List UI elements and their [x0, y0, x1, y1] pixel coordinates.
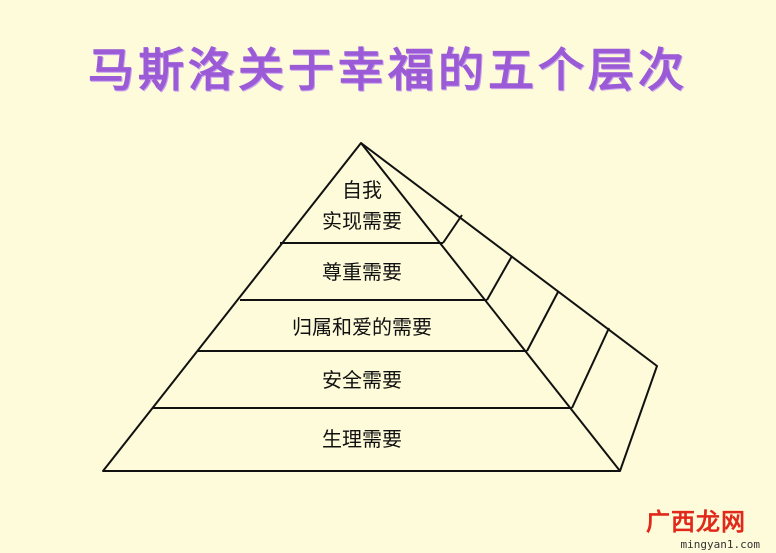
level-label-belonging: 归属和爱的需要	[292, 315, 432, 339]
watermark-site-url: mingyan1.com	[680, 538, 760, 551]
watermark-site-name: 广西龙网	[646, 508, 746, 536]
pyramid-front-face	[102, 142, 621, 472]
side-divider-1	[442, 214, 463, 244]
level-label-safety: 安全需要	[322, 368, 402, 392]
side-divider-3	[526, 291, 559, 352]
pyramid-side-face	[360, 142, 658, 472]
diagram-title: 马斯洛关于幸福的五个层次	[88, 43, 688, 97]
level-label-physiological: 生理需要	[322, 427, 402, 451]
level-label-esteem: 尊重需要	[322, 260, 402, 284]
side-divider-4	[571, 327, 610, 409]
level-label-self-actualization-line1: 自我	[342, 178, 382, 202]
side-divider-2	[486, 255, 513, 301]
level-label-self-actualization-line2: 实现需要	[322, 209, 402, 233]
